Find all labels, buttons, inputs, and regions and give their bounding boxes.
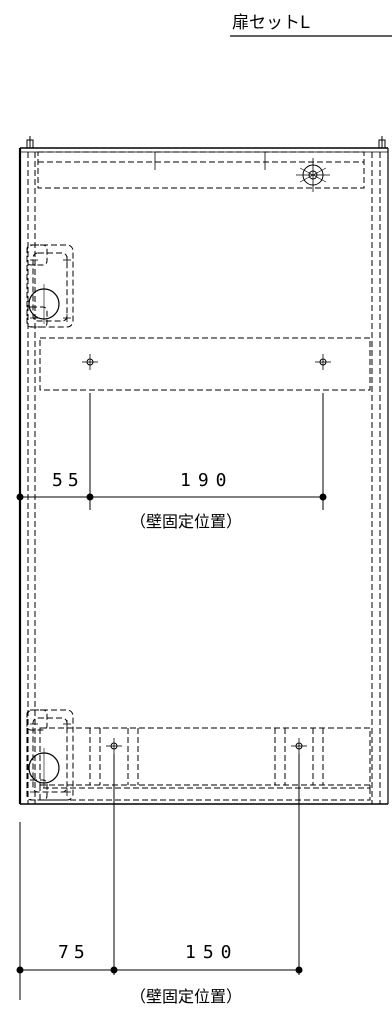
top-dimension-note: （壁固定位置） [130,512,242,531]
lower-hinge-icon [26,709,74,801]
hidden-side-lines [27,152,381,804]
bottom-dimension-150: 150 [185,942,239,963]
title-label: 扉セットL [232,13,310,33]
top-rail-hidden [37,151,365,189]
wall-mount-hole-right [315,354,331,370]
bottom-dimension-note: （壁固定位置） [130,987,242,1006]
wall-mount-hole-left [82,354,98,370]
top-dimension-55: 55 [52,470,84,491]
knob-detail-icon [296,158,330,192]
wall-mount-hole-bottom-right [291,738,307,754]
top-hinge-pin-left [26,136,34,149]
bottom-rail-hidden [39,727,371,801]
bottom-dimension-75: 75 [58,942,90,963]
top-hinge-pin-right [378,136,386,149]
top-dimension-190: 190 [180,470,234,491]
bottom-dimension-line [16,754,303,1000]
top-dimension-line [16,393,327,510]
wall-mount-hole-bottom-left [106,738,122,754]
middle-rail-hidden [39,337,371,391]
upper-hinge-icon [26,244,74,328]
